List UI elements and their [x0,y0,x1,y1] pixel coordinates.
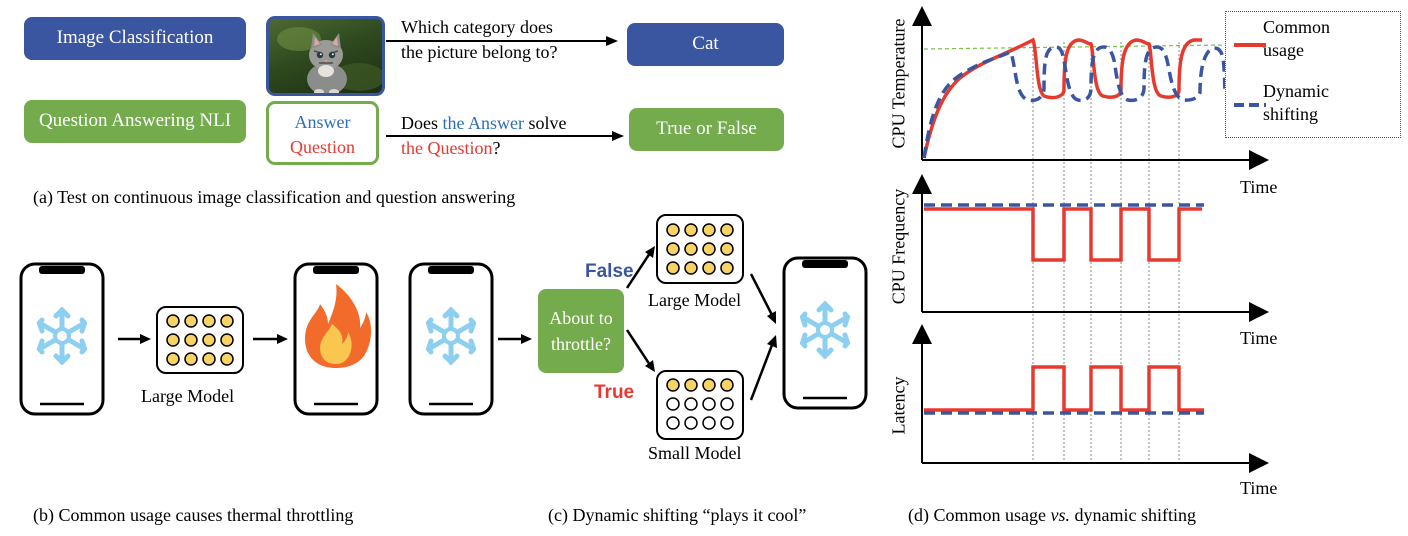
decision-box: About to throttle? [538,289,624,373]
question-word: Question [290,137,355,157]
true-false-box: True or False [629,108,784,151]
panel-c-small-label: Small Model [648,443,742,463]
caption-d-vs: vs. [1050,505,1070,525]
caption-d-prefix: (d) Common usage [908,505,1051,525]
plot1-common-line [922,37,1202,159]
qa-nli-label: Question Answering NLI [38,110,232,132]
legend-dynamic-swatch [1234,103,1266,107]
arrow-icon [625,329,655,372]
qa-q-suffix: ? [492,138,501,158]
arrow-icon [118,334,151,344]
true-label: True [594,382,635,403]
plot1-dynamic-line [922,45,1227,159]
chip-icon [656,370,744,440]
panel-c-large-label: Large Model [648,290,742,310]
plot2-ylabel: CPU Frequency [888,188,909,305]
panel-c-phone [782,256,868,410]
decision-line2: throttle? [551,334,611,354]
chip-icon [656,214,744,284]
qa-q-question: the Question [401,138,493,158]
false-label: False [585,261,634,282]
panel-b-graphics [19,262,532,416]
panel-b-model-label: Large Model [141,386,235,406]
caption-d-suffix: dynamic shifting [1069,505,1196,525]
qa-q-answer: the Answer [442,113,524,133]
chip-icon [156,306,244,374]
decision-line1: About to [549,308,613,328]
qa-question-text: Does the Answer solve the Question? [401,111,566,161]
legend-dynamic-line1: Dynamic [1263,81,1329,101]
plot3-common-line [924,365,1204,412]
arrow-icon [749,273,776,324]
plot3-ylabel: Latency [888,376,909,435]
arrow-icon [386,131,624,141]
caption-c: (c) Dynamic shifting “plays it cool” [548,505,807,525]
plot3-xlabel: Time [1240,478,1278,498]
plot1-ylabel: CPU Temperature [888,18,909,149]
plot1-axes [912,6,1269,170]
caption-a: (a) Test on continuous image classificat… [33,187,516,207]
plot2-common-line [924,207,1202,262]
arrow-icon [625,246,655,289]
arrow-icon [253,334,288,344]
qa-q-prefix: Does [401,113,443,133]
qa-q-mid: solve [523,113,567,133]
cat-answer-box: Cat [627,23,784,66]
legend-common-line1: Common [1263,17,1331,37]
legend-dynamic-label: Dynamic shifting [1263,80,1329,126]
cat-answer-label: Cat [692,33,719,55]
answer-word: Answer [294,112,351,132]
snowflake-icon [799,300,851,360]
caption-d: (d) Common usage vs. dynamic shifting [908,505,1196,526]
plot3-axes [912,324,1269,473]
arrow-icon [749,335,777,401]
panel-c-graphics [625,214,777,440]
image-question-line2: the picture belong to? [401,42,558,62]
guide-lines [1032,42,1180,465]
caption-b: (b) Common usage causes thermal throttli… [33,505,354,525]
arrow-icon [498,334,532,344]
plot2-xlabel: Time [1240,328,1278,348]
true-false-label: True or False [656,118,757,140]
legend-dynamic-line2: shifting [1263,104,1319,124]
image-classification-box: Image Classification [24,17,246,60]
image-question-text: Which category does the picture belong t… [401,15,557,65]
flame-icon [305,284,372,368]
legend: Common usage Dynamic shifting [1225,11,1401,138]
cat-photo [266,16,385,96]
plot2-axes [912,174,1269,322]
qa-nli-box: Question Answering NLI [24,100,246,143]
arrow-icon [386,36,618,46]
legend-common-swatch [1234,43,1266,47]
threshold-line [923,44,1226,50]
panel-d-plots [912,6,1269,473]
answer-question-box: Answer Question [266,101,379,165]
image-classification-label: Image Classification [56,27,214,49]
legend-common-line2: usage [1263,40,1304,60]
legend-common-label: Common usage [1263,16,1330,62]
image-question-line1: Which category does [401,17,553,37]
plot1-xlabel: Time [1240,177,1278,197]
